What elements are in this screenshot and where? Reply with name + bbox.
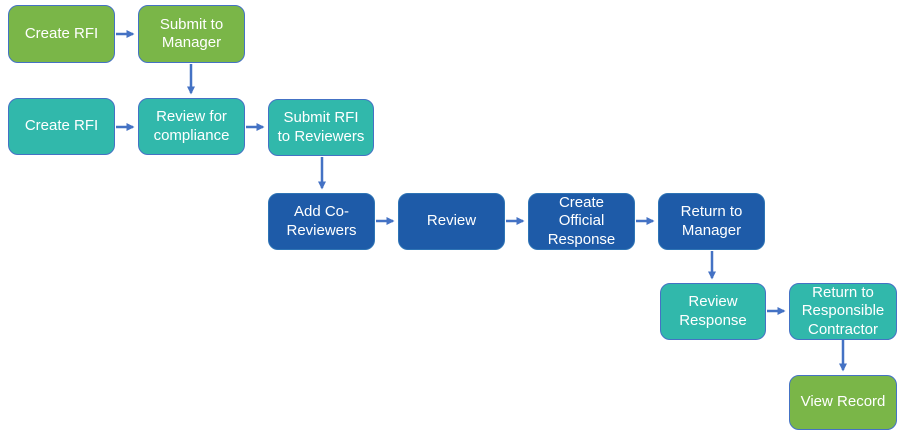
node-label: Submit to Manager bbox=[159, 15, 224, 51]
node-label: Return to Manager bbox=[680, 203, 743, 239]
node-view-record: View Record bbox=[789, 375, 897, 430]
node-label: Return to Responsible Contractor bbox=[801, 284, 885, 338]
node-create-rfi-top: Create RFI bbox=[8, 5, 115, 63]
node-submit-to-manager: Submit to Manager bbox=[138, 5, 245, 63]
node-label: Review Response bbox=[679, 293, 747, 329]
node-return-to-manager: Return to Manager bbox=[658, 193, 765, 250]
node-review: Review bbox=[398, 193, 505, 250]
node-label: Review bbox=[426, 212, 477, 230]
node-label: Create RFI bbox=[24, 24, 99, 42]
node-label: Add Co- Reviewers bbox=[286, 203, 357, 239]
node-label: Submit RFI to Reviewers bbox=[277, 109, 365, 145]
node-label: Review for compliance bbox=[153, 108, 230, 144]
node-review-response: Review Response bbox=[660, 283, 766, 340]
node-return-to-responsible-contractor: Return to Responsible Contractor bbox=[789, 283, 897, 340]
node-review-for-compliance: Review for compliance bbox=[138, 98, 245, 155]
node-submit-rfi-to-reviewers: Submit RFI to Reviewers bbox=[268, 99, 374, 156]
node-add-co-reviewers: Add Co- Reviewers bbox=[268, 193, 375, 250]
node-label: Create Official Response bbox=[547, 194, 616, 248]
node-create-official-response: Create Official Response bbox=[528, 193, 635, 250]
node-create-rfi: Create RFI bbox=[8, 98, 115, 155]
node-label: Create RFI bbox=[24, 117, 99, 135]
node-label: View Record bbox=[800, 393, 886, 411]
